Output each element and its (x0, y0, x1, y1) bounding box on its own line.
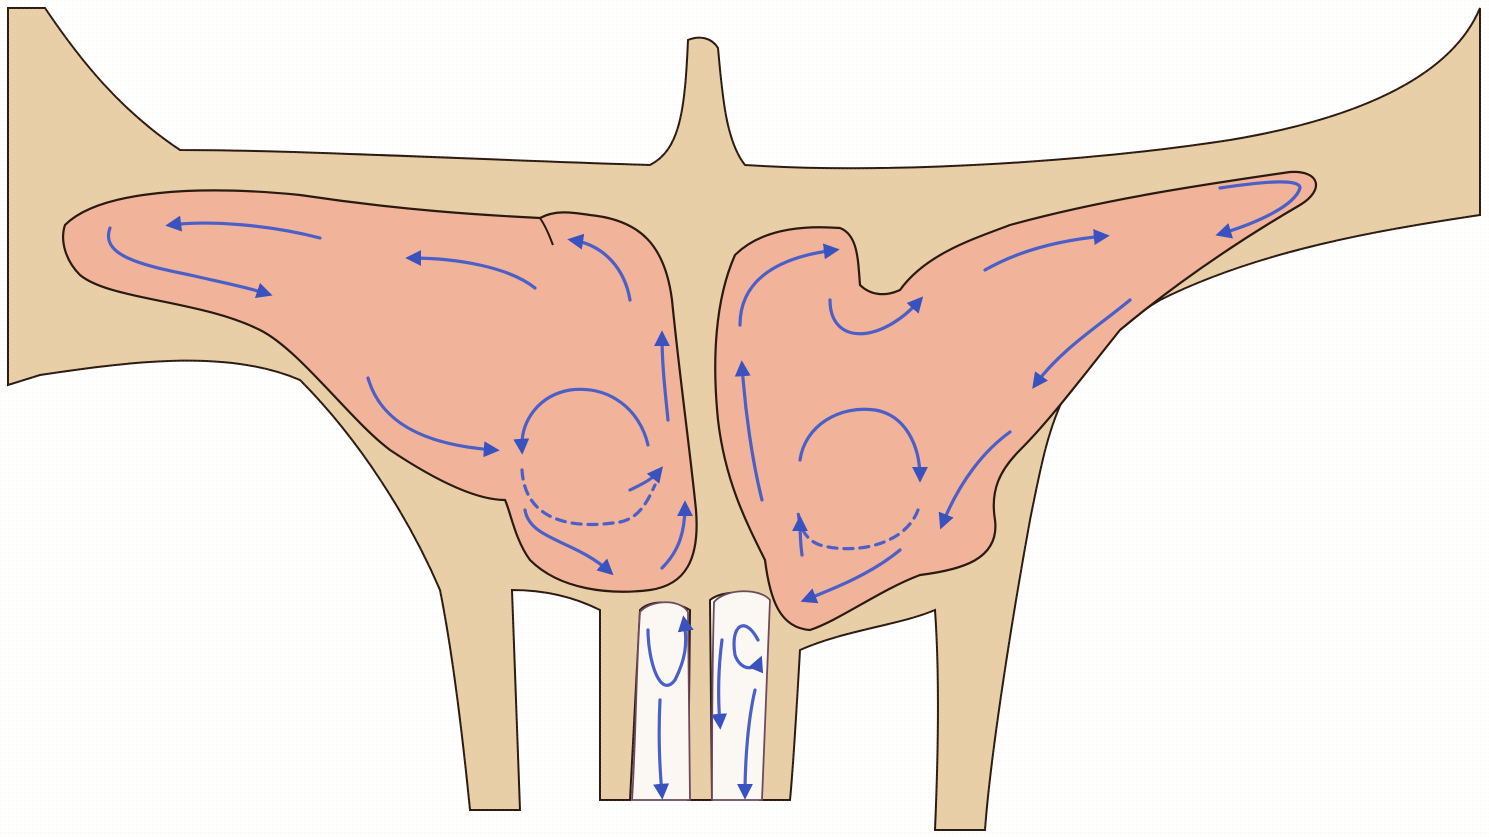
right-lower-channel (712, 591, 770, 800)
